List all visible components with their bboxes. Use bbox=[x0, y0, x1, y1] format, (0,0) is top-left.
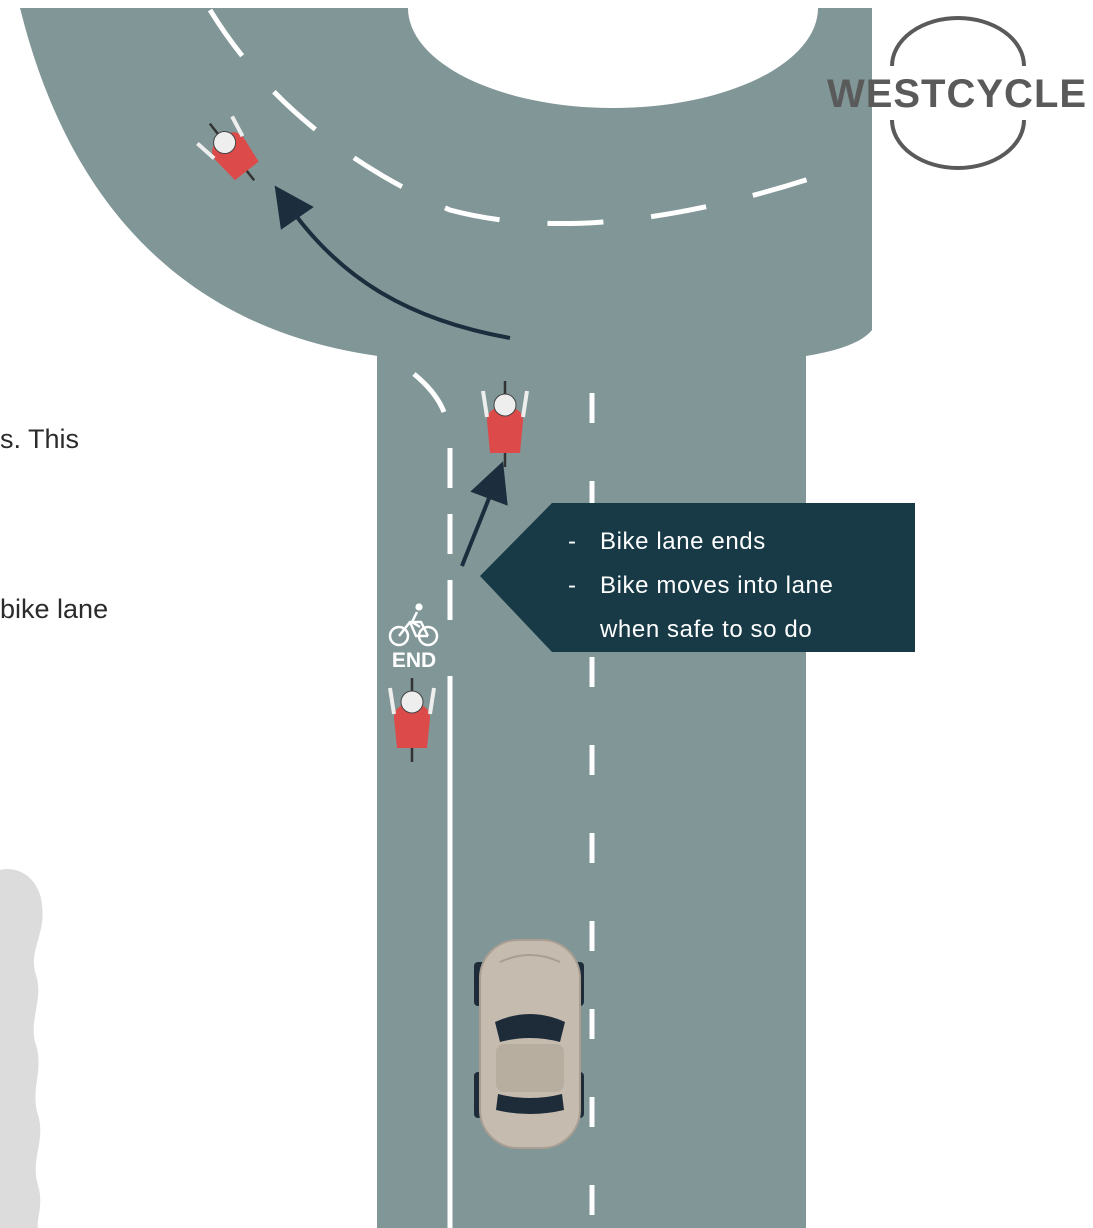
callout-bullet: - bbox=[568, 520, 600, 564]
callout-text-3: when safe to so do bbox=[568, 608, 908, 652]
callout-line-2: - Bike moves into lane bbox=[568, 564, 908, 608]
cropped-text-fragment-2: bike lane bbox=[0, 594, 108, 625]
callout-text-1: Bike lane ends bbox=[600, 520, 766, 564]
decorative-wavy-shape bbox=[0, 869, 43, 1228]
roundabout-road bbox=[20, 8, 872, 356]
cropped-text-fragment-1: s. This bbox=[0, 424, 79, 455]
callout-text: - Bike lane ends - Bike moves into lane … bbox=[568, 520, 908, 652]
callout-bullet: - bbox=[568, 564, 600, 608]
logo-text: WESTCYCLE bbox=[827, 72, 1087, 116]
bike-lane-end-label: END bbox=[392, 649, 436, 672]
callout-text-2: Bike moves into lane bbox=[600, 564, 833, 608]
callout-line-1: - Bike lane ends bbox=[568, 520, 908, 564]
car bbox=[474, 940, 584, 1148]
